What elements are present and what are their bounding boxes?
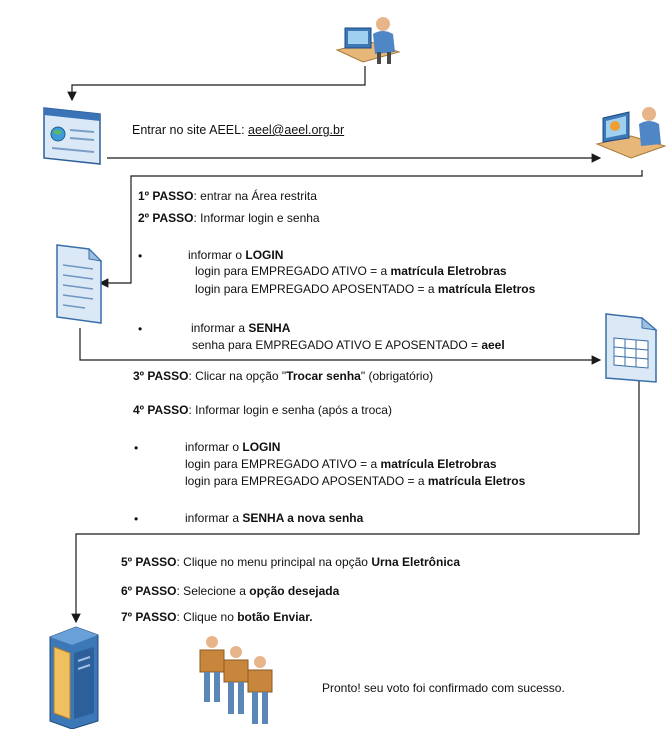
login-1-line-2-bold: matrícula Eletros xyxy=(437,282,536,296)
login-heading-2: informar o LOGIN xyxy=(185,440,280,454)
step-3-text-b: " (obrigatório) xyxy=(360,369,434,383)
login-heading-1-bold: LOGIN xyxy=(245,248,284,262)
login-1-line-2-text: login para EMPREGADO APOSENTADO = a xyxy=(195,282,438,296)
step-3-label: 3º PASSO xyxy=(133,369,189,383)
login-heading-1: informar o LOGIN xyxy=(188,248,283,262)
step-4-text: : Informar login e senha (após a troca) xyxy=(188,403,392,417)
step-1-text: : entrar na Área restrita xyxy=(193,189,317,203)
step-3-bold: Trocar senha xyxy=(286,369,361,383)
server-icon xyxy=(46,625,102,730)
senha-1-line-bold: aeel xyxy=(481,338,505,352)
document-icon xyxy=(55,243,103,325)
step-7: 7º PASSO: Clique no botão Enviar. xyxy=(121,610,313,624)
step-6-label: 6º PASSO xyxy=(121,584,177,598)
senha-1-line: senha para EMPREGADO ATIVO E APOSENTADO … xyxy=(192,338,505,352)
bullet: • xyxy=(138,249,143,263)
login-2-line-2: login para EMPREGADO APOSENTADO = a matr… xyxy=(185,474,525,488)
spreadsheet-icon xyxy=(600,312,660,384)
connector-to-server xyxy=(71,374,640,624)
senha-heading-2-bold: SENHA a nova senha xyxy=(242,511,364,525)
step-2-label: 2º PASSO xyxy=(138,211,194,225)
connector-to-document xyxy=(98,170,643,288)
final-confirmation: Pronto! seu voto foi confirmado com suce… xyxy=(322,681,565,695)
step-6-bold: opção desejada xyxy=(249,584,340,598)
connector-top xyxy=(67,66,366,102)
login-1-line-1-bold: matrícula Eletrobras xyxy=(390,264,507,278)
login-heading-1-prefix: informar o xyxy=(188,248,246,262)
step-6-text: : Selecione a xyxy=(176,584,250,598)
senha-1-line-text: senha para EMPREGADO ATIVO E APOSENTADO … xyxy=(192,338,482,352)
login-2-line-1-bold: matrícula Eletrobras xyxy=(380,457,497,471)
intro-prefix: Entrar no site AEEL: xyxy=(132,123,249,137)
step-1: 1º PASSO: entrar na Área restrita xyxy=(138,189,317,203)
login-2-line-1: login para EMPREGADO ATIVO = a matrícula… xyxy=(185,457,497,471)
step-6: 6º PASSO: Selecione a opção desejada xyxy=(121,584,339,598)
aeel-email-link[interactable]: aeel@aeel.org.br xyxy=(248,123,345,137)
senha-heading-1-prefix: informar a xyxy=(191,321,249,335)
login-2-line-2-bold: matrícula Eletros xyxy=(427,474,526,488)
login-heading-2-prefix: informar o xyxy=(185,440,243,454)
step-5: 5º PASSO: Clique no menu principal na op… xyxy=(121,555,460,569)
login-1-line-1-text: login para EMPREGADO ATIVO = a xyxy=(195,264,391,278)
senha-heading-1: informar a SENHA xyxy=(191,321,290,335)
step-2-text: : Informar login e senha xyxy=(193,211,320,225)
connector-to-spreadsheet xyxy=(79,328,602,365)
step-7-text: : Clique no xyxy=(176,610,238,624)
bullet: • xyxy=(134,441,139,455)
people-carrying-boxes-icon xyxy=(192,632,288,728)
login-2-line-2-text: login para EMPREGADO APOSENTADO = a xyxy=(185,474,428,488)
intro-line: Entrar no site AEEL: aeel@aeel.org.br xyxy=(132,123,344,137)
login-1-line-2: login para EMPREGADO APOSENTADO = a matr… xyxy=(195,282,535,296)
step-3-text-a: : Clicar na opção " xyxy=(188,369,287,383)
login-heading-2-bold: LOGIN xyxy=(242,440,281,454)
browser-window-icon xyxy=(40,104,108,168)
step-2: 2º PASSO: Informar login e senha xyxy=(138,211,320,225)
step-7-bold: botão Enviar. xyxy=(237,610,313,624)
step-5-bold: Urna Eletrônica xyxy=(371,555,461,569)
senha-heading-2-prefix: informar a xyxy=(185,511,243,525)
login-1-line-1: login para EMPREGADO ATIVO = a matrícula… xyxy=(195,264,507,278)
step-5-label: 5º PASSO xyxy=(121,555,177,569)
step-1-label: 1º PASSO xyxy=(138,189,194,203)
user-at-workstation-icon xyxy=(595,100,667,166)
bullet: • xyxy=(134,512,139,526)
bullet: • xyxy=(138,322,143,336)
step-5-text: : Clique no menu principal na opção xyxy=(176,555,372,569)
login-2-line-1-text: login para EMPREGADO ATIVO = a xyxy=(185,457,381,471)
user-at-computer-icon xyxy=(333,12,403,68)
step-4-label: 4º PASSO xyxy=(133,403,189,417)
senha-heading-1-bold: SENHA xyxy=(248,321,291,335)
step-3: 3º PASSO: Clicar na opção "Trocar senha"… xyxy=(133,369,433,383)
senha-heading-2: informar a SENHA a nova senha xyxy=(185,511,363,525)
step-7-label: 7º PASSO xyxy=(121,610,177,624)
step-4: 4º PASSO: Informar login e senha (após a… xyxy=(133,403,392,417)
